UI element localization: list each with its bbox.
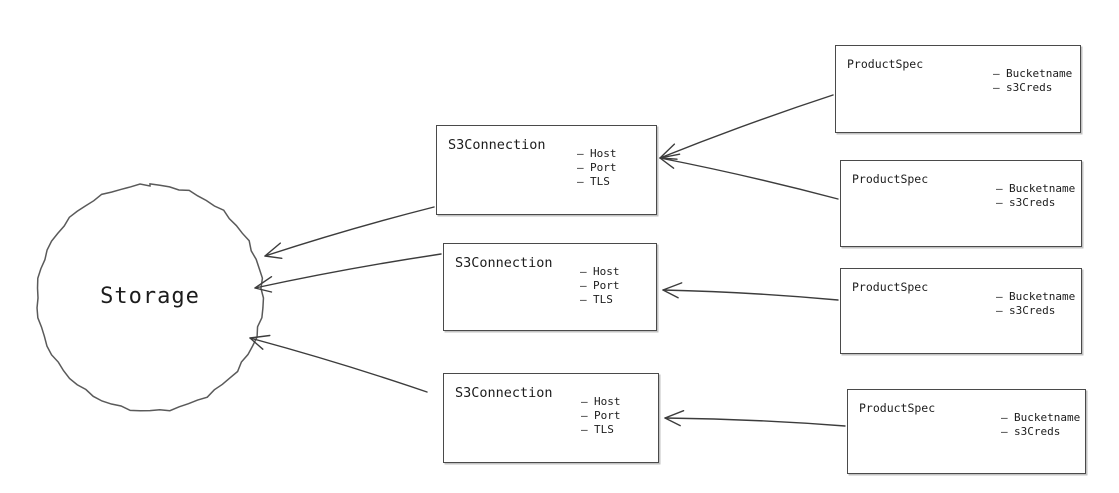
s3connection-attribute: –Port — [577, 161, 617, 175]
s3connection-attribute: –TLS — [577, 175, 617, 189]
s3connection-title: S3Connection — [455, 385, 553, 401]
productspec-attribute-label: Bucketname — [1009, 182, 1076, 195]
productspec-box[interactable]: ProductSpec –Bucketname–s3Creds — [835, 45, 1081, 133]
s3connection-attribute-list: –Host–Port–TLS — [581, 395, 621, 437]
arrowhead-conn1-to-storage — [264, 242, 283, 259]
s3connection-box[interactable]: S3Connection–Host–Port–TLS — [443, 243, 657, 331]
productspec-attribute-label: s3Creds — [1009, 196, 1056, 209]
productspec-attribute-label: Bucketname — [1006, 67, 1073, 80]
dash-bullet-icon: – — [577, 175, 584, 188]
productspec-attribute: –s3Creds — [996, 304, 1075, 318]
s3connection-attribute-label: Host — [593, 265, 620, 278]
productspec-attribute: –Bucketname — [996, 290, 1075, 304]
s3connection-box[interactable]: S3Connection–Host–Port–TLS — [443, 373, 659, 463]
dash-bullet-icon: – — [581, 423, 588, 436]
productspec-attribute-list: –Bucketname–s3Creds — [996, 182, 1075, 210]
s3connection-attribute: –Port — [580, 279, 620, 293]
edge-spec3-to-conn2 — [662, 289, 839, 301]
dash-bullet-icon: – — [1001, 425, 1008, 438]
edge-conn3-to-storage — [249, 337, 428, 393]
s3connection-attribute-label: Port — [594, 409, 621, 422]
dash-bullet-icon: – — [1001, 411, 1008, 424]
productspec-box[interactable]: ProductSpec –Bucketname–s3Creds — [840, 268, 1082, 354]
s3connection-attribute: –Host — [577, 147, 617, 161]
edge-spec4-to-conn3 — [664, 417, 846, 427]
productspec-attribute-label: s3Creds — [1014, 425, 1061, 438]
s3connection-title: S3Connection — [455, 255, 553, 271]
productspec-attribute: –s3Creds — [1001, 425, 1080, 439]
storage-circle — [36, 183, 265, 412]
productspec-attribute: –s3Creds — [996, 196, 1075, 210]
dash-bullet-icon: – — [580, 279, 587, 292]
productspec-title: ProductSpec — [859, 401, 936, 415]
arrowhead-spec2-to-conn1 — [659, 153, 681, 169]
productspec-attribute: –Bucketname — [1001, 411, 1080, 425]
s3connection-attribute: –TLS — [580, 293, 620, 307]
s3connection-attribute-label: Host — [590, 147, 617, 160]
s3connection-title: S3Connection — [448, 137, 546, 153]
dash-bullet-icon: – — [577, 147, 584, 160]
productspec-attribute-label: Bucketname — [1014, 411, 1081, 424]
edges-group — [249, 94, 846, 427]
arrowhead-spec3-to-conn2 — [662, 282, 683, 299]
productspec-attribute: –s3Creds — [993, 81, 1072, 95]
s3connection-attribute: –TLS — [581, 423, 621, 437]
arrowhead-conn2-to-storage — [254, 276, 273, 293]
productspec-attribute-label: Bucketname — [1009, 290, 1076, 303]
edge-spec2-to-conn1 — [659, 157, 839, 200]
s3connection-attribute: –Host — [581, 395, 621, 409]
storage-circle-shape — [36, 183, 265, 412]
edge-conn2-to-storage — [254, 253, 442, 289]
s3connection-attribute-label: TLS — [593, 293, 613, 306]
s3connection-attribute-list: –Host–Port–TLS — [580, 265, 620, 307]
productspec-title: ProductSpec — [852, 172, 929, 186]
dash-bullet-icon: – — [581, 395, 588, 408]
s3connection-attribute-label: Port — [590, 161, 617, 174]
s3connection-attribute-list: –Host–Port–TLS — [577, 147, 617, 189]
productspec-attribute-list: –Bucketname–s3Creds — [996, 290, 1075, 318]
edge-spec1-to-conn1 — [659, 94, 834, 159]
dash-bullet-icon: – — [581, 409, 588, 422]
dash-bullet-icon: – — [580, 265, 587, 278]
productspec-title: ProductSpec — [847, 57, 924, 71]
productspec-attribute: –Bucketname — [993, 67, 1072, 81]
productspec-title: ProductSpec — [852, 280, 929, 294]
s3connection-attribute: –Host — [580, 265, 620, 279]
arrowhead-spec4-to-conn3 — [664, 410, 685, 427]
dash-bullet-icon: – — [993, 67, 1000, 80]
s3connection-attribute-label: Host — [594, 395, 621, 408]
arrowhead-conn3-to-storage — [249, 334, 271, 350]
dash-bullet-icon: – — [996, 304, 1003, 317]
s3connection-box[interactable]: S3Connection–Host–Port–TLS — [436, 125, 657, 215]
productspec-box[interactable]: ProductSpec –Bucketname–s3Creds — [840, 160, 1082, 247]
productspec-attribute-label: s3Creds — [1009, 304, 1056, 317]
dash-bullet-icon: – — [996, 196, 1003, 209]
dash-bullet-icon: – — [577, 161, 584, 174]
s3connection-attribute-label: Port — [593, 279, 620, 292]
s3connection-attribute: –Port — [581, 409, 621, 423]
dash-bullet-icon: – — [996, 290, 1003, 303]
dash-bullet-icon: – — [996, 182, 1003, 195]
productspec-attribute: –Bucketname — [996, 182, 1075, 196]
productspec-box[interactable]: ProductSpec –Bucketname–s3Creds — [847, 389, 1086, 474]
storage-circle-label: Storage — [100, 284, 200, 309]
edge-conn1-to-storage — [264, 206, 435, 257]
dash-bullet-icon: – — [993, 81, 1000, 94]
productspec-attribute-label: s3Creds — [1006, 81, 1053, 94]
s3connection-attribute-label: TLS — [590, 175, 610, 188]
s3connection-attribute-label: TLS — [594, 423, 614, 436]
productspec-attribute-list: –Bucketname–s3Creds — [1001, 411, 1080, 439]
productspec-attribute-list: –Bucketname–s3Creds — [993, 67, 1072, 95]
dash-bullet-icon: – — [580, 293, 587, 306]
